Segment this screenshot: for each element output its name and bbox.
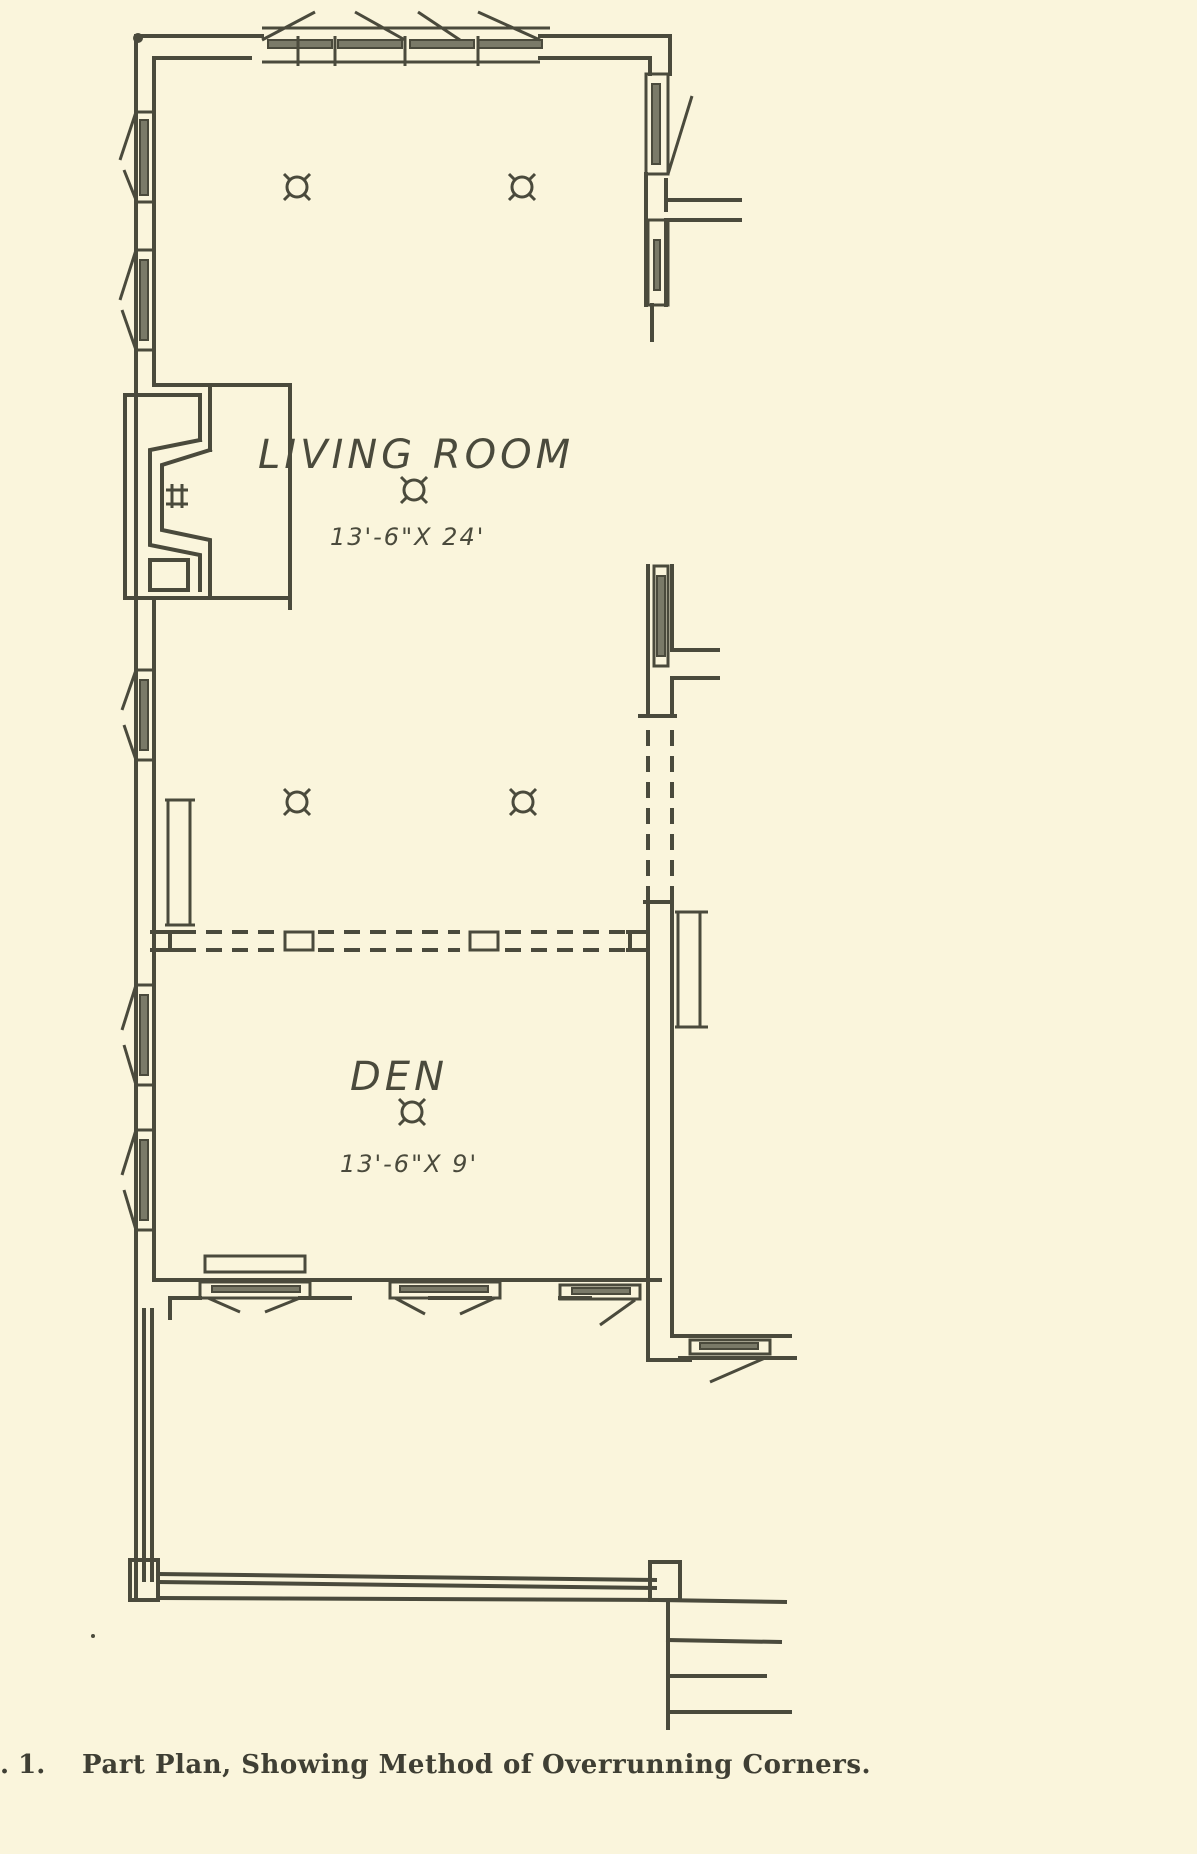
ceiling-light-icon — [282, 172, 312, 202]
living-room-label: LIVING ROOM — [258, 432, 574, 478]
left-window-group — [118, 110, 195, 1232]
den-bottom-wall — [152, 1254, 662, 1362]
fireplace-icon — [166, 484, 188, 508]
ceiling-light-icon — [399, 475, 429, 505]
fireplace — [123, 383, 292, 612]
ceiling-light-icon — [397, 1097, 427, 1127]
figure-number: . 1. — [0, 1750, 46, 1780]
right-middle-wall — [638, 564, 720, 1338]
den-dimensions: 13'-6"X 9' — [340, 1150, 478, 1178]
figure-caption-text: Part Plan, Showing Method of Overrunning… — [82, 1750, 872, 1780]
ceiling-light-icon — [282, 787, 312, 817]
right-upper-wall — [644, 72, 742, 342]
beam-opening — [150, 930, 650, 952]
ceiling-light-icon — [507, 172, 537, 202]
top-window-group — [261, 10, 550, 66]
right-lower-wall — [646, 1334, 797, 1384]
ceiling-light-icon — [508, 787, 538, 817]
lower-structure — [91, 1308, 792, 1730]
exterior-walls — [133, 33, 672, 1602]
living-room-dimensions: 13'-6"X 24' — [330, 523, 485, 551]
den-label: DEN — [350, 1054, 448, 1100]
